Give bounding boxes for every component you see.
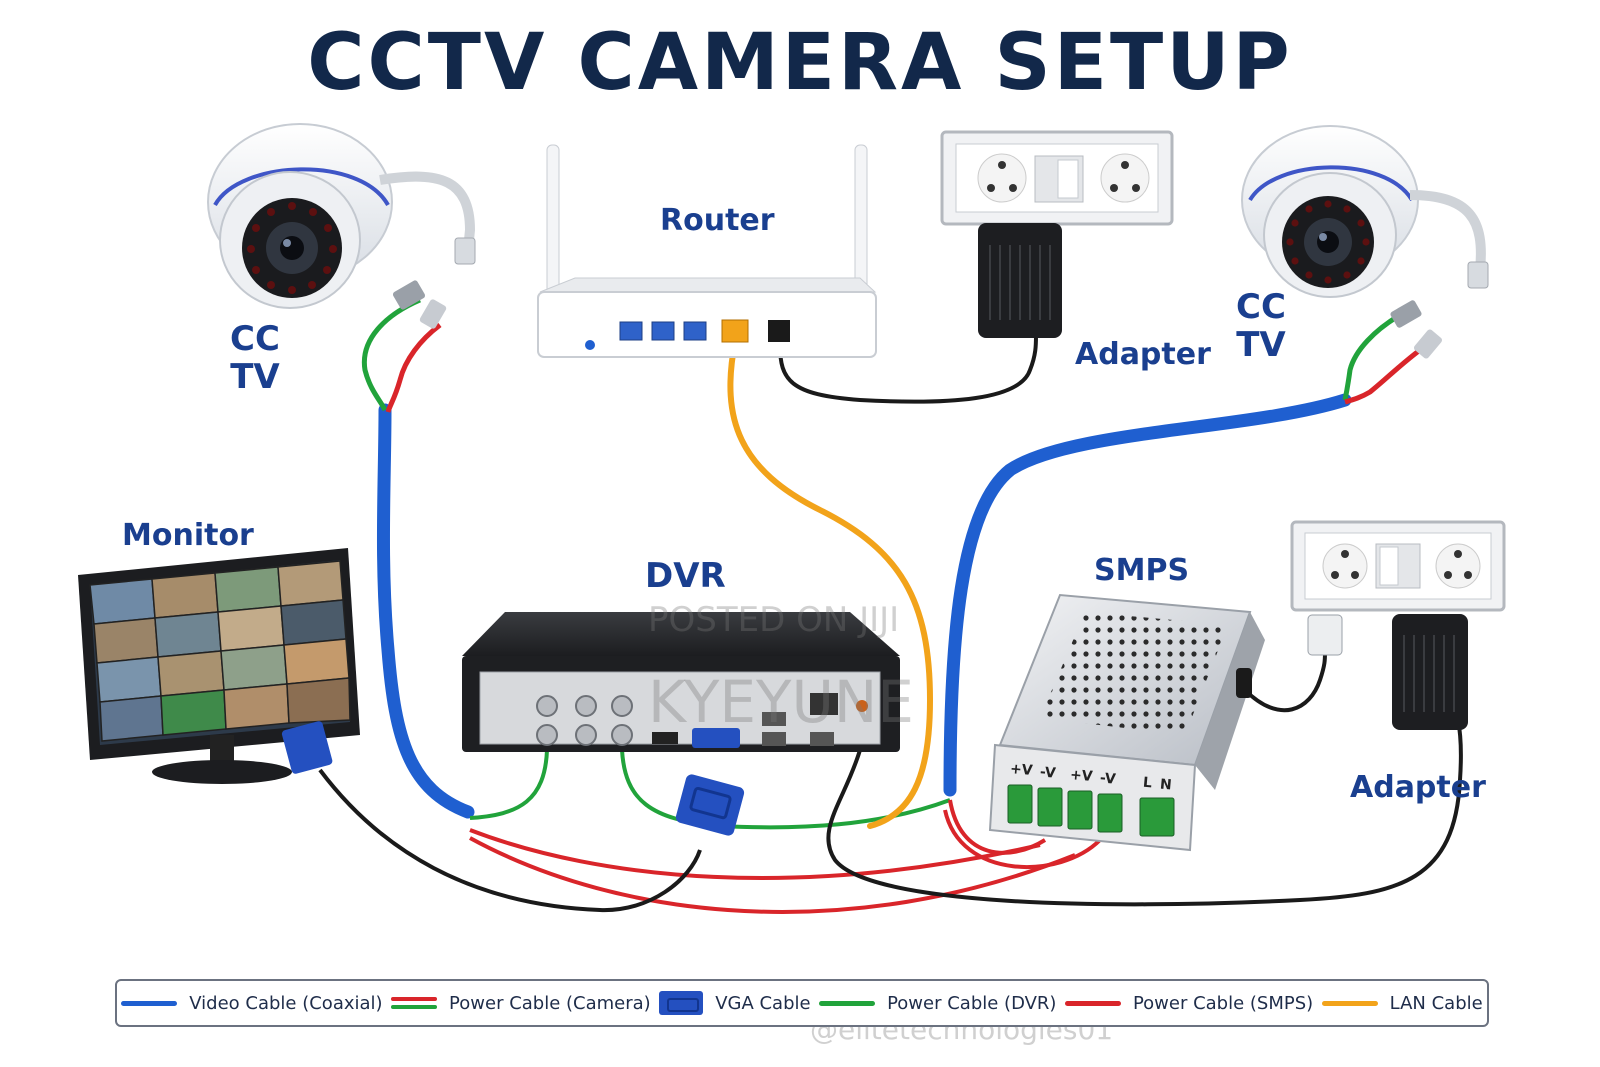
cctv-camera-right [1241,125,1489,359]
smps-red-1 [469,828,1041,880]
right-camera-red-lead [1344,348,1422,405]
smps-red-2 [469,836,1076,914]
vga-cable [318,768,702,913]
legend-item: LAN Cable [1321,992,1483,1014]
legend-item: VGA Cable [659,991,811,1015]
label-adapter-bottom: Adapter [1350,770,1486,805]
watermark-posted: POSTED ON JIJI [648,600,900,640]
legend-swatch [1064,1000,1121,1006]
watermark-seller: KYEYUNE [648,668,914,736]
adapter-bottom [1392,614,1468,730]
label-cctv-right-line1: CC [1236,287,1286,327]
label-cctv-right-line2: TV [1236,325,1286,365]
vga-plug-monitor [281,721,333,774]
legend-swatch [121,1000,178,1006]
label-monitor: Monitor [122,518,254,553]
dvr [462,612,900,752]
legend-swatch [391,997,438,1009]
smps-terminal-label: +V [1009,761,1034,779]
legend-label: Power Cable (Camera) [449,992,651,1014]
dvr-power-cable [826,719,1463,907]
legend-label: Power Cable (DVR) [887,992,1057,1014]
smps-terminal-blocks [1007,784,1175,837]
smps-red-3 [948,799,1047,855]
label-router: Router [660,203,775,238]
legend-item: Power Cable (DVR) [819,993,1056,1014]
dvr-green-bnc-left [469,749,549,820]
right-camera-green-lead [1342,312,1402,401]
smps-terminal-label: -V [1099,770,1117,788]
router [537,144,877,358]
lan-cable [727,339,934,829]
page-title: CCTV CAMERA SETUP [307,18,1293,108]
smps-terminal-label: -V [1039,764,1057,782]
legend-swatch [659,991,704,1015]
smps-terminal-label: L [1142,774,1153,792]
legend-item: Power Cable (Camera) [391,993,651,1014]
router-power-cable [778,334,1038,404]
legend-label: Power Cable (SMPS) [1132,992,1314,1014]
legend-swatch [1321,1000,1378,1006]
coax-cable-right [943,393,1352,797]
label-dvr: DVR [645,556,726,596]
cctv-camera-left [207,123,476,329]
label-cctv-left-line2: TV [230,357,280,397]
label-smps: SMPS [1094,553,1190,588]
label-cctv-right: CC TV [1221,288,1301,364]
label-adapter-top: Adapter [1075,337,1211,372]
legend-item: Power Cable (SMPS) [1064,992,1314,1014]
legend-label: VGA Cable [715,992,811,1014]
legend-item: Video Cable (Coaxial) [121,992,383,1014]
vga-plug-dvr [675,774,745,836]
wall-socket-bottom [1290,520,1506,656]
dvr-green-bnc-right [620,749,951,830]
smps-terminal-label: N [1159,776,1173,794]
coax-cable-left [376,403,475,819]
adapter-top [978,223,1062,338]
left-camera-green-lead [361,297,421,412]
smps-mains-cable [1243,651,1327,713]
smps-red-4 [943,809,1102,870]
legend-label: Video Cable (Coaxial) [189,992,383,1014]
legend-label: LAN Cable [1389,992,1483,1014]
left-camera-red-lead [385,323,442,413]
cables [318,297,1463,914]
legend: Video Cable (Coaxial) Power Cable (Camera… [115,979,1489,1027]
smps [988,593,1265,852]
wall-socket-top [940,130,1174,226]
monitor [78,548,360,784]
dvr-bnc-ports [536,695,633,746]
monitor-camera-grid [89,560,351,742]
label-cctv-left-line1: CC [230,319,280,359]
legend-swatch [819,1000,876,1006]
smps-terminal-label: +V [1069,767,1094,785]
label-cctv-left: CC TV [215,320,295,396]
